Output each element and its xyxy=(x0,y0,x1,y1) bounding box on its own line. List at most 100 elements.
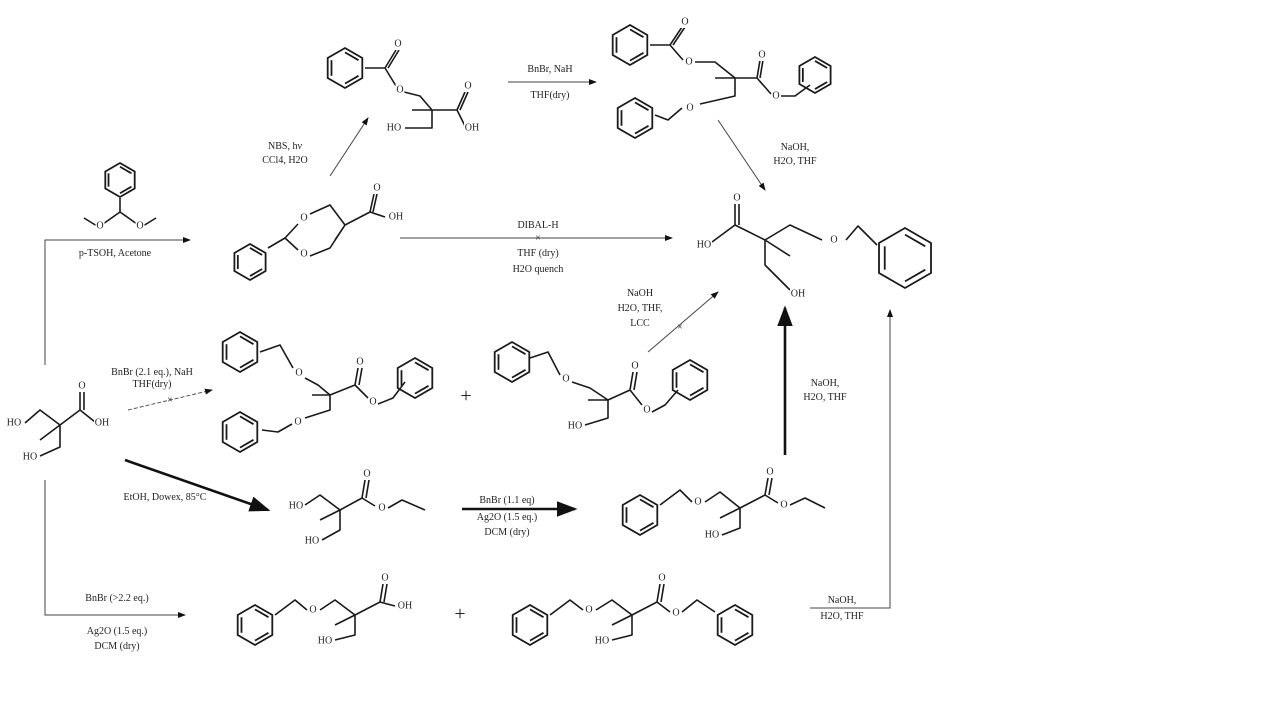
double-bond xyxy=(734,608,749,618)
atom-label-bg xyxy=(95,220,105,232)
atom-label-bg xyxy=(464,122,480,134)
atom-label-bg xyxy=(630,360,640,372)
double-bond xyxy=(814,60,828,69)
atom-label: O xyxy=(295,367,302,378)
atom-label-bg xyxy=(757,49,767,61)
atom-label-bg xyxy=(135,220,145,232)
atom-label-bg xyxy=(304,535,320,547)
arrow-esterification xyxy=(124,458,271,512)
reagent-label: p-TSOH, Acetone xyxy=(79,248,152,259)
atom-label-bg xyxy=(594,635,610,647)
atom-label: O xyxy=(300,212,307,223)
double-bond xyxy=(529,632,544,642)
atom-label: O xyxy=(309,604,316,615)
double-bond xyxy=(511,369,526,379)
reagent-label: DCM (dry) xyxy=(94,641,139,652)
atom-label: O xyxy=(562,373,569,384)
reagent-label: DIBAL-H xyxy=(517,220,558,231)
atom-label: O xyxy=(733,192,740,203)
failed-mark: × xyxy=(677,322,683,333)
atom-label-bg xyxy=(584,604,594,616)
atom-label-bg xyxy=(386,122,402,134)
benzene-ring xyxy=(236,603,274,647)
double-bond xyxy=(529,608,544,618)
double-bond xyxy=(639,522,654,532)
atom-label-bg xyxy=(771,90,781,102)
atom-label-bg xyxy=(355,356,365,368)
double-bond xyxy=(904,233,926,248)
atom-label-bg xyxy=(732,192,742,204)
atom-label: O xyxy=(780,499,787,510)
atom-label-bg xyxy=(693,496,703,508)
atom-label-bg xyxy=(567,420,583,432)
arrow-hydrolysis-top xyxy=(717,119,766,191)
double-bond xyxy=(249,268,263,277)
reagent-label: NaOH, xyxy=(781,142,810,153)
reagent-label: LCC xyxy=(630,318,650,329)
atom-label: O xyxy=(396,84,403,95)
atom-label-bg xyxy=(642,404,652,416)
benzene-ring xyxy=(716,603,754,647)
benzene-ring xyxy=(671,358,709,402)
plus-sign: + xyxy=(460,385,471,407)
benzene-rings xyxy=(104,23,932,647)
reagent-label: CCl4, H2O xyxy=(262,155,308,166)
atom-label: O xyxy=(78,380,85,391)
atom-label-bg xyxy=(685,102,695,114)
atom-label: O xyxy=(394,38,401,49)
reagent-label: H2O, THF, xyxy=(618,303,663,314)
reagent-labels: BnBr, NaH THF(dry) NaOH, H2O, THF NBS, h… xyxy=(79,64,864,652)
double-bond xyxy=(814,81,828,90)
reagent-label: H2O, THF xyxy=(820,611,864,622)
reagent-label: BnBr (2.1 eq.), NaH xyxy=(111,367,193,378)
atom-label: OH xyxy=(398,600,412,611)
double-bond xyxy=(634,125,649,135)
atom-label-bg xyxy=(299,248,309,260)
double-bond xyxy=(629,28,644,38)
benzene-ring xyxy=(511,603,549,647)
double-bond xyxy=(511,345,526,355)
atom-label: O xyxy=(363,468,370,479)
benzene-ring xyxy=(621,493,659,537)
atom-label-bg xyxy=(362,468,372,480)
atom-label-bg xyxy=(294,367,304,379)
atom-label-bg xyxy=(77,380,87,392)
atom-label: O xyxy=(373,182,380,193)
atom-label: O xyxy=(294,416,301,427)
atom-label: OH xyxy=(791,288,805,299)
arrows: × × × xyxy=(44,79,893,618)
atom-label: O xyxy=(830,234,837,245)
atom-label-bg xyxy=(671,607,681,619)
arrow-naoh-lcc xyxy=(647,291,719,353)
atom-label: O xyxy=(300,248,307,259)
reagent-label: NBS, hν xyxy=(268,141,302,152)
atom-label: OH xyxy=(465,122,479,133)
reagent-label: THF(dry) xyxy=(133,379,172,390)
atom-label: O xyxy=(96,220,103,231)
double-bond xyxy=(689,363,704,373)
atom-label-bg xyxy=(704,529,720,541)
atom-label-bg xyxy=(395,84,405,96)
bonds xyxy=(24,26,878,641)
atom-label-bg xyxy=(388,211,404,223)
atom-label-bg xyxy=(372,182,382,194)
double-bond xyxy=(119,165,132,175)
double-bond xyxy=(689,387,704,397)
arrow-bnbr-22 xyxy=(44,480,186,618)
failed-mark: × xyxy=(167,395,173,406)
arrow-naoh-bottom xyxy=(810,309,893,609)
atom-label: HO xyxy=(289,500,303,511)
double-bond xyxy=(734,632,749,642)
atom-label: O xyxy=(464,80,471,91)
atom-label: O xyxy=(758,49,765,60)
reagent-label: THF (dry) xyxy=(517,248,558,259)
benzene-ring xyxy=(326,46,364,90)
atom-label: HO xyxy=(705,529,719,540)
reagent-label: H2O, THF xyxy=(773,156,817,167)
atom-label-bg xyxy=(657,572,667,584)
atom-label: O xyxy=(631,360,638,371)
atom-label-bg xyxy=(380,572,390,584)
double-bond xyxy=(344,75,359,85)
atom-label-bg xyxy=(779,499,789,511)
